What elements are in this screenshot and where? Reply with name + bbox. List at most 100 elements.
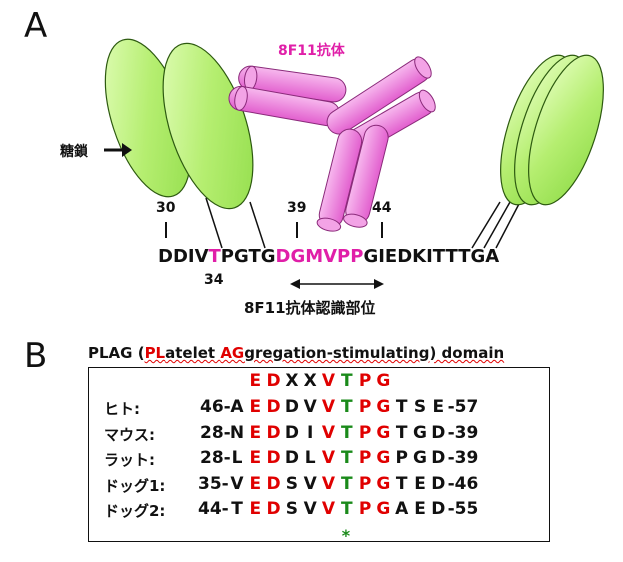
species-label: マウス: xyxy=(104,425,155,444)
alignment-residue: V xyxy=(303,397,317,417)
end-position: -46 xyxy=(447,473,479,494)
alignment-residue: E xyxy=(249,499,262,519)
species-label: ドッグ2: xyxy=(104,502,166,520)
consensus-residue: P xyxy=(358,371,372,391)
alignment-residue: E xyxy=(249,473,262,494)
alignment-box xyxy=(88,367,550,542)
title-pl: PL xyxy=(144,344,166,362)
alignment-residue: D xyxy=(266,473,281,494)
species-label: ドッグ1: xyxy=(104,476,166,495)
residue-number-39: 39 xyxy=(287,200,307,216)
panel-letter-a: A xyxy=(24,6,48,46)
epitope-label: 8F11抗体認識部位 xyxy=(244,299,376,317)
glycan-pointer-arrow xyxy=(104,143,132,157)
alignment-residue: D xyxy=(284,448,299,468)
protein-sequence: DDIVTPGTGDGMVPPGIEDKITTTGA xyxy=(158,246,499,267)
end-position: -57 xyxy=(447,397,479,417)
alignment-residue: T xyxy=(340,397,353,417)
alignment-residue: L xyxy=(304,448,316,468)
consensus-residue: V xyxy=(321,371,336,391)
alignment-residue: V xyxy=(321,397,336,417)
alignment-residue: G xyxy=(376,397,391,417)
conserved-threonine-star: * xyxy=(341,526,351,545)
alignment-residue: G xyxy=(376,422,391,443)
alignment-residue: T xyxy=(340,499,353,519)
alignment-residue: T xyxy=(395,473,408,494)
title-ag: AG xyxy=(220,344,245,362)
alignment-residue: T xyxy=(340,473,353,494)
alignment-residue: D xyxy=(431,448,446,468)
consensus-residue: X xyxy=(285,371,299,391)
sequence-segment-2: T xyxy=(208,246,221,267)
alignment-residue: D xyxy=(431,499,446,519)
alignment-residue: E xyxy=(432,397,445,417)
glycan-label: 糖鎖 xyxy=(60,144,88,160)
consensus-residue: X xyxy=(303,371,317,391)
title-suffix: gregation-stimulating) domain xyxy=(244,344,505,362)
alignment-residue: V xyxy=(321,499,336,519)
residue-number-34: 34 xyxy=(204,272,224,288)
alignment-residue: V xyxy=(321,422,336,443)
alignment-residue: L xyxy=(231,448,243,468)
alignment-residue: G xyxy=(413,448,427,468)
title-mid: atelet xyxy=(165,344,221,362)
panel-letter-b: B xyxy=(24,336,48,376)
antibody-8f11 xyxy=(228,56,436,232)
epitope-arrow xyxy=(290,279,384,289)
alignment-residue: P xyxy=(358,499,372,519)
consensus-residue: D xyxy=(266,371,281,391)
alignment-residue: D xyxy=(266,448,281,468)
species-label: ヒト: xyxy=(104,400,140,418)
alignment-residue: P xyxy=(358,448,372,468)
end-position: -39 xyxy=(447,422,479,443)
start-position: 28- xyxy=(200,448,231,468)
antibody-label: 8F11抗体 xyxy=(278,43,345,59)
end-position: -55 xyxy=(447,499,479,519)
alignment-residue: T xyxy=(340,448,353,468)
residue-number-30: 30 xyxy=(156,200,176,216)
consensus-residue: G xyxy=(376,371,391,391)
alignment-residue: D xyxy=(266,499,281,519)
start-position: 44- xyxy=(198,499,229,519)
plag-domain-title: PLAG (PLatelet AGgregation-stimulating) … xyxy=(88,344,504,362)
alignment-residue: V xyxy=(321,448,336,468)
alignment-residue: D xyxy=(266,397,281,417)
alignment-residue: D xyxy=(431,473,446,494)
alignment-residue: P xyxy=(395,448,408,468)
sequence-segment-3: PGTG xyxy=(220,246,276,267)
species-label: ラット: xyxy=(104,451,155,469)
alignment-residue: S xyxy=(413,397,427,417)
consensus-residue: T xyxy=(340,371,353,391)
alignment-residue: N xyxy=(229,422,245,443)
alignment-residue: G xyxy=(376,499,391,519)
alignment-residue: P xyxy=(358,473,372,494)
alignment-residue: E xyxy=(249,422,262,443)
alignment-residue: V xyxy=(230,473,244,494)
sequence-segment-epitope: DGMVPP xyxy=(275,246,364,267)
alignment-residue: V xyxy=(303,499,317,519)
start-position: 28- xyxy=(200,422,231,443)
alignment-residue: T xyxy=(395,422,408,443)
alignment-residue: D xyxy=(266,422,281,443)
alignment-residue: E xyxy=(414,473,426,494)
alignment-residue: G xyxy=(376,448,391,468)
consensus-residue: E xyxy=(249,371,262,391)
start-position: 46- xyxy=(200,397,231,417)
sequence-segment-5: GIEDKITTTGA xyxy=(363,246,500,267)
alignment-residue: P xyxy=(358,397,372,417)
sequence-segment-1: DDIV xyxy=(158,246,209,267)
alignment-residue: G xyxy=(376,473,391,494)
alignment-residue: G xyxy=(413,422,427,443)
residue-number-44: 44 xyxy=(372,200,392,216)
alignment-residue: E xyxy=(414,499,426,519)
alignment-residue: T xyxy=(395,397,408,417)
alignment-residue: T xyxy=(231,499,243,519)
alignment-residue: E xyxy=(249,448,262,468)
alignment-residue: S xyxy=(285,499,299,519)
glycan-right xyxy=(471,54,604,249)
alignment-residue: A xyxy=(230,397,244,417)
alignment-residue: S xyxy=(285,473,299,494)
alignment-residue: T xyxy=(340,422,353,443)
glycan-left xyxy=(104,38,266,249)
